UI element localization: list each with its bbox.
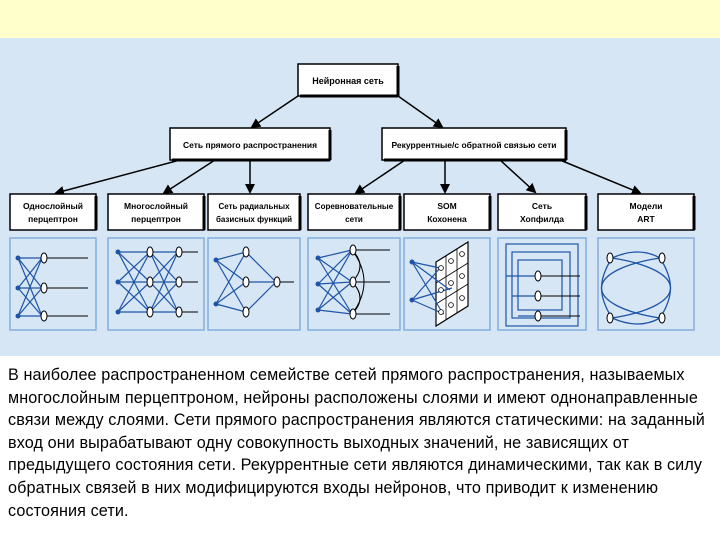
edge-root-recurrent [397, 95, 444, 129]
edge-root-feedforward [250, 95, 299, 129]
svg-text:перцептрон: перцептрон [28, 214, 78, 224]
caption-text: В наиболее распространенном семействе се… [8, 366, 705, 520]
svg-text:сети: сети [345, 215, 363, 224]
svg-text:Хопфилда: Хопфилда [520, 214, 564, 224]
leaf-node-single-layer-perceptron: Однослойный перцептрон [9, 193, 98, 231]
leaf-node-rbf-network: Сеть радиальных базисных функций [207, 193, 302, 231]
illustration-hopfield-network [505, 243, 580, 327]
group-label-feedforward: Сеть прямого распространения [183, 140, 317, 150]
edges-to-leaves [54, 159, 642, 196]
svg-text:ART: ART [637, 214, 655, 224]
illustration-single-layer-perceptron [15, 252, 88, 322]
illustration-panels [9, 237, 695, 331]
svg-text:перцептрон: перцептрон [131, 214, 181, 224]
illustration-art-models [600, 251, 672, 325]
svg-text:Соревновательные: Соревновательные [315, 202, 394, 211]
caption-panel: В наиболее распространенном семействе се… [0, 356, 720, 540]
svg-text:Сеть: Сеть [532, 201, 552, 211]
illustration-kohonen-som [409, 240, 469, 328]
illustration-multilayer-perceptron [115, 246, 198, 318]
leaf-node-hopfield-network: Сеть Хопфилда [497, 193, 588, 231]
svg-text:Многослойный: Многослойный [124, 201, 188, 211]
illustration-competitive-networks [315, 244, 390, 320]
svg-text:Кохонена: Кохонена [427, 214, 467, 224]
group-node-recurrent: Рекуррентные/с обратной связью сети [381, 127, 568, 162]
leaf-node-art-models: Модели ART [597, 193, 696, 231]
svg-text:Модели: Модели [630, 201, 663, 211]
group-node-feedforward: Сеть прямого распространения [169, 127, 332, 162]
svg-text:SOM: SOM [437, 201, 456, 211]
top-band [0, 0, 720, 38]
root-node-label: Нейронная сеть [312, 76, 384, 86]
svg-text:Сеть радиальных: Сеть радиальных [218, 202, 290, 211]
neural-network-taxonomy-diagram: Нейронная сеть Сеть прямого распростране… [0, 38, 720, 356]
root-node: Нейронная сеть [297, 63, 400, 98]
svg-text:Однослойный: Однослойный [23, 201, 83, 211]
illustration-rbf-network [213, 246, 294, 318]
leaf-node-multilayer-perceptron: Многослойный перцептрон [107, 193, 206, 231]
leaf-node-competitive-networks: Соревновательные сети [307, 193, 402, 231]
group-label-recurrent: Рекуррентные/с обратной связью сети [391, 140, 556, 150]
svg-text:базисных функций: базисных функций [216, 215, 292, 224]
leaf-node-kohonen-som: SOM Кохонена [403, 193, 492, 231]
